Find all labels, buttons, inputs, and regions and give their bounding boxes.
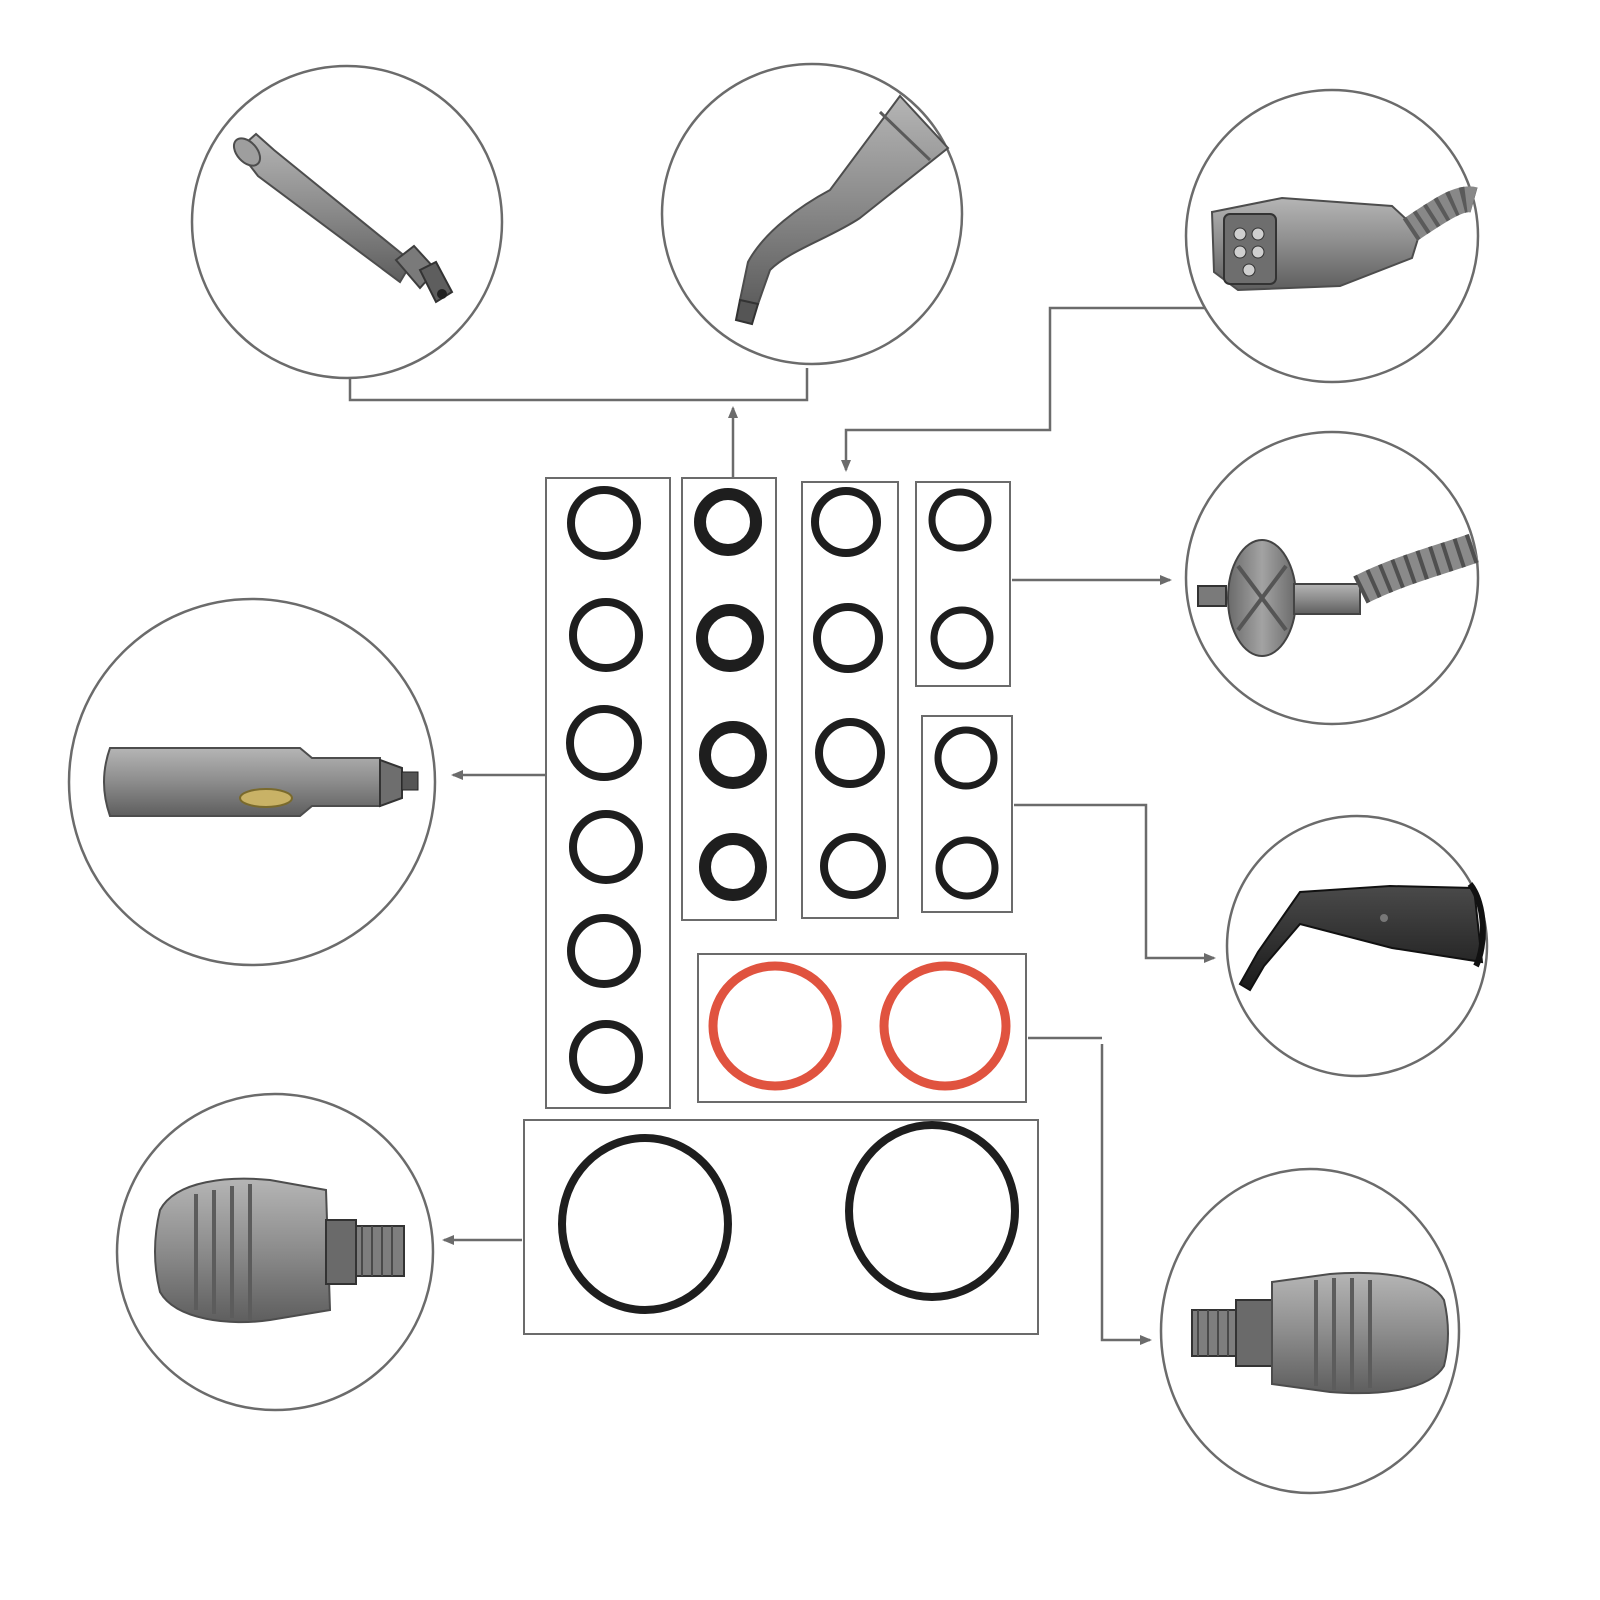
hose-handle-icon bbox=[1197, 533, 1479, 657]
ring-group-box-1 bbox=[545, 477, 671, 1109]
o-ring-large bbox=[558, 1134, 732, 1314]
ring-group-box-3 bbox=[801, 481, 899, 919]
ring-group-box-2 bbox=[681, 477, 777, 921]
o-ring bbox=[694, 488, 762, 556]
ring-group-box-7 bbox=[523, 1119, 1039, 1335]
angled-nozzle-icon bbox=[734, 94, 950, 326]
o-ring bbox=[569, 598, 643, 672]
ring-group-box-4 bbox=[915, 481, 1011, 687]
o-ring bbox=[928, 488, 992, 552]
hose-connector-icon bbox=[1210, 186, 1478, 292]
o-ring bbox=[815, 718, 885, 788]
ring-group-box-5 bbox=[921, 715, 1013, 913]
ring-group-box-6 bbox=[697, 953, 1027, 1103]
o-ring bbox=[820, 833, 886, 899]
connector-lines bbox=[348, 306, 1216, 1345]
o-ring bbox=[935, 836, 999, 900]
brush-nozzle-icon bbox=[1191, 1271, 1449, 1395]
o-ring-large bbox=[845, 1121, 1019, 1301]
o-ring-red bbox=[708, 961, 842, 1091]
o-ring bbox=[569, 810, 643, 884]
o-ring bbox=[699, 833, 767, 901]
o-ring bbox=[566, 705, 642, 781]
o-ring bbox=[934, 726, 998, 790]
o-ring bbox=[567, 486, 641, 560]
connector-black-nozzle bbox=[1014, 803, 1216, 963]
o-ring bbox=[567, 914, 641, 988]
black-nozzle-icon bbox=[1238, 882, 1486, 992]
ring-groups bbox=[523, 477, 1039, 1335]
o-ring bbox=[930, 606, 994, 670]
brush-nozzle-icon bbox=[154, 1177, 405, 1324]
connector-top-bracket bbox=[348, 368, 809, 402]
o-ring bbox=[699, 721, 767, 789]
o-ring bbox=[811, 487, 881, 557]
connector-right-brush-down bbox=[1100, 1044, 1152, 1345]
extension-tube-icon bbox=[103, 747, 419, 817]
o-ring-red bbox=[879, 961, 1011, 1091]
part-circle-black-nozzle bbox=[1225, 814, 1489, 1078]
connector-hose-connector bbox=[841, 306, 1205, 472]
lance-icon bbox=[232, 132, 454, 304]
o-ring bbox=[813, 603, 883, 673]
o-ring bbox=[696, 604, 764, 672]
o-ring bbox=[569, 1020, 643, 1094]
